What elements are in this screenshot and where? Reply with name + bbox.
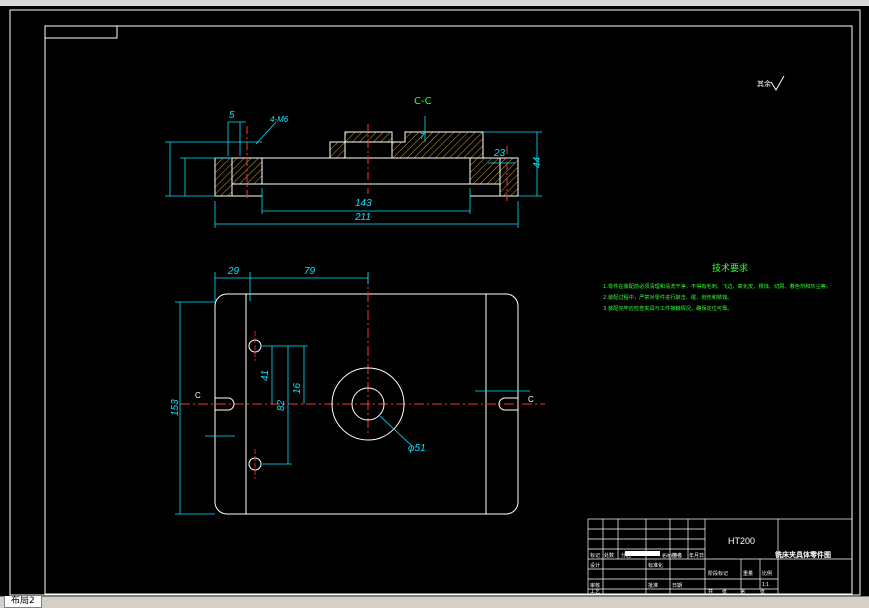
tb-row-label-1: 处数 <box>604 552 614 559</box>
slot-right <box>498 397 518 411</box>
tech-title: 技术要求 <box>712 262 748 274</box>
tech-item-3: 3.装配完毕应检查夹具与工件接触情况，确保定位可靠。 <box>603 304 732 312</box>
tb-row-label-4: 签名 <box>672 552 682 559</box>
dim-211: 211 <box>354 212 371 223</box>
dim-143: 143 <box>355 198 372 209</box>
cut-mark-left: C <box>195 391 201 400</box>
tb-left-label-3: 工艺 <box>590 589 600 595</box>
layout-tab-bar: 布局2 <box>0 596 869 608</box>
tb-sheet-2: 第 <box>740 588 745 595</box>
tb-left-label-1: 标准化 <box>648 562 663 569</box>
section-right-lug <box>499 157 519 197</box>
tb-approve-0: 批准 <box>648 582 658 589</box>
roughness-symbol-icon <box>770 75 785 91</box>
layout-tab[interactable]: 布局2 <box>4 596 42 608</box>
tb-left-label-0: 设计 <box>590 562 600 569</box>
tb-sheet-0: 共 <box>708 588 713 595</box>
tb-mid-label-1: 重量 <box>743 570 753 577</box>
dim-29: 29 <box>227 266 240 277</box>
dim-23: 23 <box>493 148 506 159</box>
tb-row-label-3: 更改文件号 <box>662 552 682 558</box>
center-boss-outer <box>331 367 405 441</box>
tb-row-label-2: 分区 <box>621 552 631 559</box>
title-fill-bar <box>625 551 660 556</box>
tb-row-label-5: 年月日 <box>689 552 704 559</box>
section-left-lug <box>214 157 233 197</box>
section-label: C-C <box>414 96 432 107</box>
material: HT200 <box>728 536 755 546</box>
tb-mid-label-2: 比例 <box>762 570 772 577</box>
dim-7: 7 <box>420 132 425 141</box>
sheet-outer-border <box>9 9 861 596</box>
dim-82: 82 <box>276 399 287 411</box>
corner-code-box <box>44 25 118 39</box>
section-view: 5 4-M6 C-C 7 23 44 143 211 <box>165 96 543 228</box>
top-toolbar-strip <box>0 0 869 6</box>
dim-16: 16 <box>292 382 303 394</box>
dim-153: 153 <box>170 399 181 416</box>
drawing-name: 铣床夹具体零件图 <box>774 550 831 559</box>
center-boss-inner <box>351 387 385 421</box>
tb-sheet-1: 张 <box>722 588 727 595</box>
sheet-inner-border <box>44 25 853 595</box>
dim-79: 79 <box>304 266 316 277</box>
dim-5: 5 <box>229 110 235 121</box>
dim-44: 44 <box>532 156 543 168</box>
tb-row-label-0: 标记 <box>590 552 600 559</box>
tech-item-2: 2.装配过程中，严禁对零件进行敲击、碰、划伤和锈蚀。 <box>603 293 732 301</box>
slot-left <box>215 397 235 411</box>
dim-thread: 4-M6 <box>270 115 289 124</box>
dim-dia51: φ51 <box>408 443 426 454</box>
tech-item-1: 1.零件在装配前必须清理和清洗干净，不得有毛刺、飞边、氧化皮、锈蚀、切屑、着色剂… <box>603 282 831 290</box>
tb-left-label-2: 审核 <box>590 582 600 589</box>
title-block <box>587 518 853 595</box>
cut-mark-right: C <box>528 395 534 404</box>
cad-drawing-canvas[interactable]: 其余 <box>0 6 869 596</box>
tb-sheet-3: 张 <box>760 588 765 595</box>
tech-requirements: 技术要求 1.零件在装配前必须清理和清洗干净，不得有毛刺、飞边、氧化皮、锈蚀、切… <box>603 262 831 312</box>
tb-approve-1: 日期 <box>672 583 682 589</box>
plan-view: 29 79 153 41 82 16 φ51 C C <box>170 266 545 515</box>
roughness-note: 其余 <box>757 79 771 88</box>
tb-scale: 1:1 <box>762 582 769 588</box>
section-center-slot <box>344 141 393 159</box>
tb-mid-label-0: 阶段标记 <box>708 570 728 577</box>
dim-41: 41 <box>260 370 271 381</box>
